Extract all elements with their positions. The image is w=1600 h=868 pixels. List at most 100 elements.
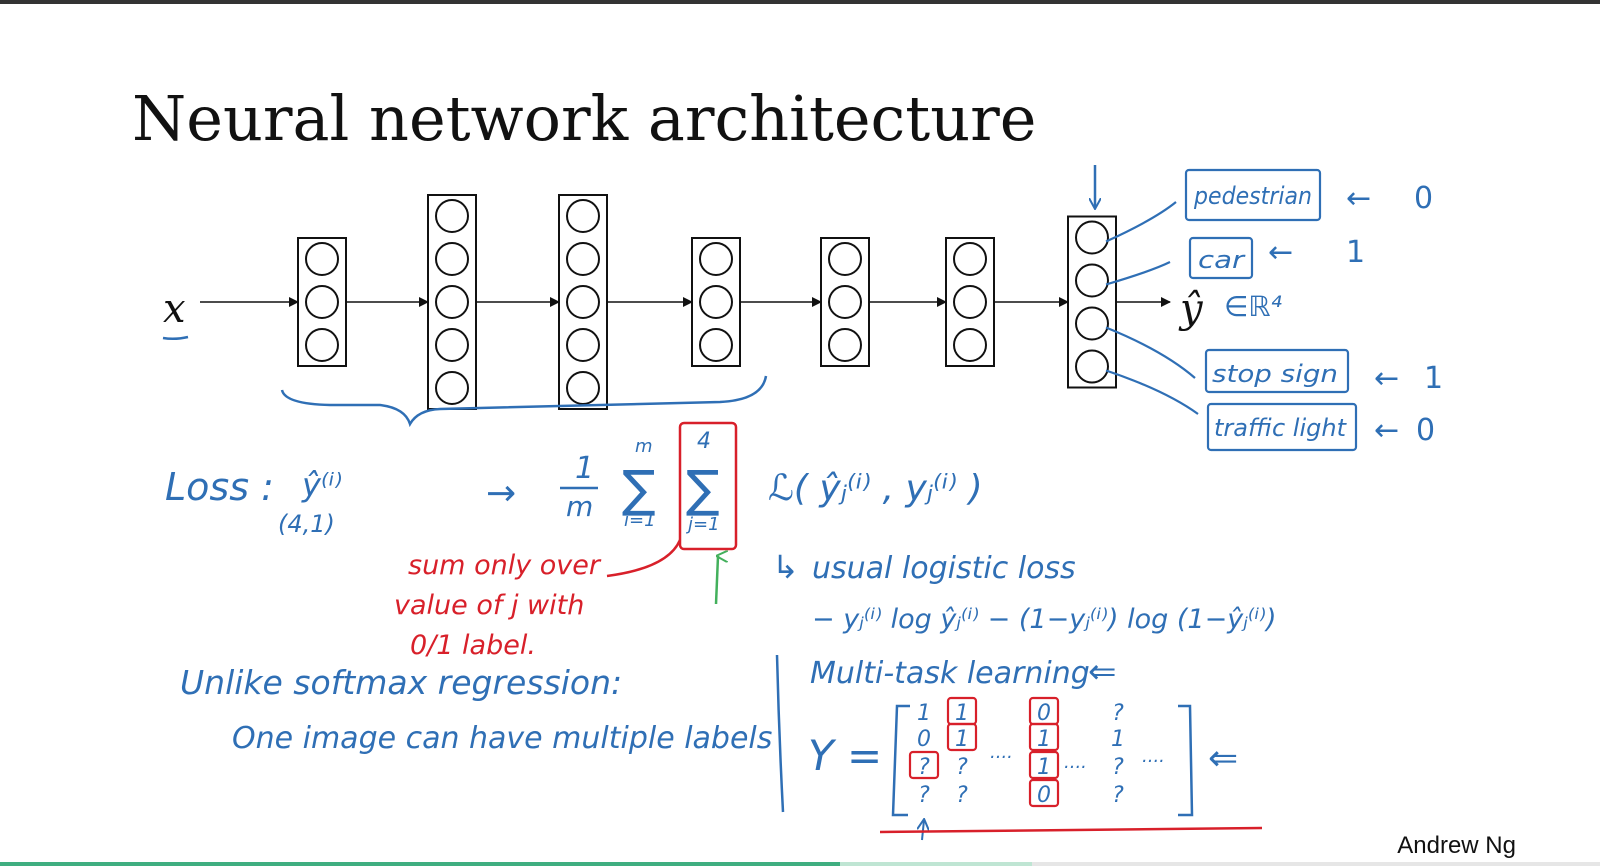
neuron [1075, 349, 1109, 384]
matrix-cell: 1 [1037, 727, 1051, 752]
layer-5 [820, 237, 870, 367]
loss-yhat: ŷ⁽ⁱ⁾ [301, 466, 342, 504]
layer-4 [691, 237, 741, 367]
matrix-cell: 0 [917, 727, 931, 752]
vertical-divider [775, 654, 785, 813]
neuron [1075, 263, 1109, 298]
softmax-line-2: One image can have multiple labels [232, 721, 772, 756]
class-value: 0 [1414, 181, 1433, 216]
output-space: ∈ℝ⁴ [1224, 290, 1282, 323]
multitask-arrow: ⇐ [1088, 652, 1117, 692]
sum2-bottom: j=1 [685, 514, 720, 535]
class-value: 1 [1346, 235, 1365, 270]
frac-denominator: m [566, 490, 593, 523]
sum1-bottom: i=1 [624, 510, 656, 531]
multitask-section: Multi-task learning ⇐ Y = 10??11??0110?1… [808, 652, 1263, 841]
matrix-cell-box [946, 722, 978, 752]
matrix-cell: 0 [1037, 783, 1051, 808]
red-note-line-3: 0/1 label. [410, 630, 536, 661]
loss-formula: Loss : ŷ⁽ⁱ⁾ (4,1) → 1 m m ∑ i=1 4 ∑ j=1 … [165, 421, 983, 551]
matrix-cell-box [908, 750, 940, 780]
neuron [566, 285, 600, 319]
class-traffic-light: traffic light←0 [1105, 369, 1435, 452]
y-matrix-label: Y = [808, 731, 882, 780]
matrix-cell: ? [918, 755, 930, 780]
red-note-line-1: sum only over [408, 550, 602, 581]
sum2-top: 4 [697, 429, 711, 454]
softmax-note: Unlike softmax regression: One image can… [180, 663, 772, 756]
class-connector [1105, 369, 1199, 415]
neuron [566, 242, 600, 276]
neuron [566, 328, 600, 362]
layer-box [1067, 215, 1117, 389]
neuron [435, 285, 469, 319]
slide-title: Neural network architecture [132, 82, 1037, 155]
sum2-red-box [678, 421, 738, 551]
matrix-cell: 1 [955, 701, 969, 726]
matrix-trailing: .... [1142, 746, 1165, 767]
class-connector [1105, 261, 1171, 286]
neuron [828, 285, 862, 319]
loss-arrow: → [486, 473, 516, 514]
neuron [828, 242, 862, 276]
column-pointer [922, 820, 924, 841]
matrix-cell: ? [956, 755, 968, 780]
class-box [1204, 348, 1350, 394]
multitask-heading: Multi-task learning [810, 656, 1090, 691]
author-credit: Andrew Ng [1397, 832, 1516, 859]
matrix-cell-box [1028, 722, 1060, 752]
progress-played [0, 862, 840, 866]
class-car: car←1 [1105, 235, 1365, 286]
layer-7 [1067, 215, 1117, 389]
neuron [435, 199, 469, 233]
red-note-connector [606, 539, 682, 578]
loss-label: Loss : [165, 465, 274, 509]
matrix-cell: ? [918, 783, 930, 808]
neuron [1075, 220, 1109, 255]
top-strip [0, 0, 1600, 4]
neuron [699, 328, 733, 362]
input-underline [162, 335, 189, 341]
note-arrow: ↳ [772, 548, 799, 586]
matrix-ellipsis-mid: .... [1064, 752, 1087, 773]
output-label: ŷ [1178, 286, 1204, 332]
class-name: pedestrian [1193, 182, 1312, 210]
input-label: x [163, 286, 186, 332]
matrix-cell: 1 [917, 701, 931, 726]
layers-brace [280, 375, 768, 428]
sum2-symbol: ∑ [686, 460, 720, 518]
matrix-cell: 1 [1037, 755, 1051, 780]
loss-shape: (4,1) [278, 510, 335, 538]
neuron [699, 242, 733, 276]
neuron [566, 371, 600, 405]
class-arrow: ← [1374, 413, 1399, 448]
class-connector [1105, 326, 1196, 379]
frac-numerator: 1 [575, 451, 594, 486]
class-name: car [1198, 246, 1247, 274]
red-note-line-2: value of j with [394, 590, 584, 621]
matrix-cell: ? [1112, 783, 1124, 808]
layer-6 [945, 237, 995, 367]
class-pedestrian: pedestrian←0 [1105, 168, 1433, 243]
neuron [953, 285, 987, 319]
class-arrow: ← [1374, 361, 1399, 396]
layer-2 [427, 194, 477, 410]
loss-term: ℒ( ŷⱼ⁽ⁱ⁾ , yⱼ⁽ⁱ⁾ ) [768, 468, 983, 509]
matrix-ellipsis: .... [990, 742, 1013, 763]
class-name: traffic light [1214, 414, 1348, 442]
matrix-cell: 1 [955, 727, 969, 752]
softmax-line-1: Unlike softmax regression: [180, 663, 622, 702]
class-box [1206, 402, 1358, 452]
sum1-symbol: ∑ [622, 460, 656, 518]
video-progress-bar[interactable] [0, 862, 1600, 866]
matrix-left-bracket [891, 704, 910, 817]
neuron [1075, 306, 1109, 341]
class-value: 1 [1424, 361, 1443, 396]
matrix-cell-box [1028, 750, 1060, 780]
red-note: sum only over value of j with 0/1 label. [394, 550, 602, 661]
network-diagram: x ŷ ∈ℝ⁴ [162, 165, 1282, 410]
loss-expansion: − yⱼ⁽ⁱ⁾ log ŷⱼ⁽ⁱ⁾ − (1−yⱼ⁽ⁱ⁾) log (1−ŷⱼ⁽… [812, 604, 1277, 635]
